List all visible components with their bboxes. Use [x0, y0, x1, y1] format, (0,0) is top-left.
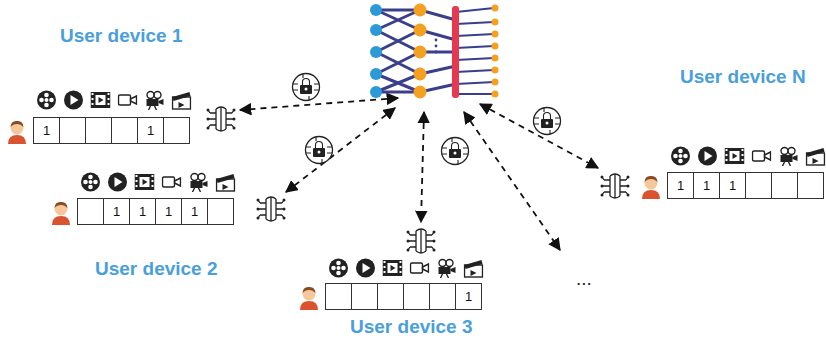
device-label: User device 3: [350, 316, 473, 338]
interaction-value: 1: [147, 123, 154, 138]
device-label: User device N: [680, 66, 806, 88]
vector-cell: [111, 117, 138, 144]
global-model: [370, 4, 499, 99]
interaction-value: 1: [703, 178, 710, 193]
ellipsis: ...: [576, 268, 592, 290]
vector-cell: [77, 198, 104, 225]
encryption-lock: [293, 74, 561, 165]
vector-cell: 1: [181, 198, 208, 225]
interaction-value: 1: [165, 204, 172, 219]
user-vector: 111User device N: [667, 172, 826, 199]
vector-cell: [745, 172, 772, 199]
vector-cell: [59, 117, 86, 144]
vector-cell: [377, 283, 404, 310]
vector-cell: 1: [667, 172, 694, 199]
vector-cell: 1: [693, 172, 720, 199]
interaction-value: 1: [465, 289, 472, 304]
vector-cell: 1: [719, 172, 746, 199]
media-icons: [37, 91, 825, 279]
vector-cell: [207, 198, 234, 225]
link-arrows: [240, 98, 598, 250]
device-label: User device 1: [60, 25, 183, 47]
user-vector: 1111User device 2: [77, 198, 239, 225]
vector-cell: 1: [103, 198, 130, 225]
interaction-value: 1: [113, 204, 120, 219]
vector-cell: 1: [129, 198, 156, 225]
interaction-value: 1: [729, 178, 736, 193]
vector-cell: 1: [33, 117, 60, 144]
interaction-value: 1: [43, 123, 50, 138]
interaction-value: 1: [677, 178, 684, 193]
vector-cell: [163, 117, 190, 144]
user-avatar: [8, 121, 660, 310]
vector-cell: [429, 283, 456, 310]
user-vector: 11User device 1: [33, 117, 195, 144]
vector-cell: [797, 172, 824, 199]
vector-cell: [325, 283, 352, 310]
local-model: [207, 107, 630, 253]
vector-cell: 1: [155, 198, 182, 225]
device-label: User device 2: [95, 258, 218, 280]
vector-cell: [771, 172, 798, 199]
vector-cell: 1: [455, 283, 482, 310]
user-vector: 1User device 3: [325, 283, 487, 310]
vector-cell: [403, 283, 430, 310]
vector-cell: [85, 117, 112, 144]
vector-cell: [351, 283, 378, 310]
vector-cell: 1: [137, 117, 164, 144]
interaction-value: 1: [191, 204, 198, 219]
interaction-value: 1: [139, 204, 146, 219]
